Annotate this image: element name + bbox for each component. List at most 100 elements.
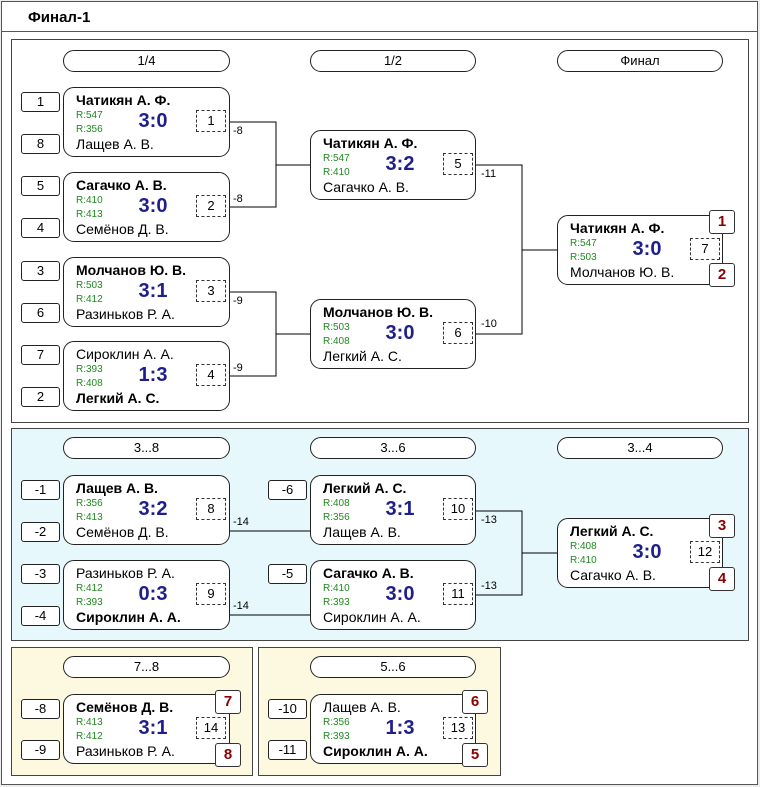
seed-box: 3 — [21, 261, 60, 281]
player-rating: R:413 — [76, 512, 103, 523]
player-name: Разиньков Р. А. — [76, 565, 175, 581]
player-rating: R:547 — [570, 238, 597, 249]
match-score: 3:1 — [385, 498, 415, 520]
place-badge: 8 — [215, 743, 241, 767]
match-number: 14 — [196, 717, 226, 739]
player-rating: R:410 — [570, 555, 597, 566]
place-badge: 1 — [709, 210, 735, 234]
stage-semifinal: 1/2 — [310, 50, 476, 72]
stage-quarterfinal: 1/4 — [63, 50, 230, 72]
stage-3-4: 3...4 — [557, 437, 723, 459]
seed-box: 6 — [21, 303, 60, 323]
player-rating: R:410 — [323, 167, 350, 178]
stage-3-8: 3...8 — [63, 437, 230, 459]
player-rating: R:408 — [323, 336, 350, 347]
place-badge: 3 — [709, 514, 735, 538]
stage-3-6: 3...6 — [310, 437, 476, 459]
loser-destination: -14 — [233, 516, 249, 528]
match-number: 3 — [196, 280, 226, 302]
player-name: Сироклин А. А. — [323, 609, 421, 625]
player-rating: R:503 — [570, 252, 597, 263]
match-1: Чатикян А. Ф. R:547 R:356 3:0 1 Лащев А.… — [63, 87, 230, 157]
match-score: 3:0 — [385, 322, 415, 344]
seed-box: -4 — [21, 606, 60, 626]
player-rating: R:547 — [76, 110, 103, 121]
match-score: 3:1 — [138, 717, 168, 739]
match-8: Лащев А. В. R:356 R:413 3:2 8 Семёнов Д.… — [63, 475, 230, 545]
seed-box: 2 — [21, 387, 60, 407]
loser-destination: -9 — [233, 295, 243, 307]
loser-destination: -13 — [481, 580, 497, 592]
match-number: 6 — [443, 322, 473, 344]
loser-destination: -11 — [481, 168, 497, 180]
match-10: Легкий А. С. R:408 R:356 3:1 10 Лащев А.… — [310, 475, 476, 545]
seed-box: -1 — [21, 480, 60, 500]
place-badge: 7 — [215, 690, 241, 714]
place-badge: 2 — [709, 263, 735, 287]
player-rating: R:412 — [76, 731, 103, 742]
loser-destination: -13 — [481, 514, 497, 526]
player-name: Лащев А. В. — [323, 524, 401, 540]
match-7-final: Чатикян А. Ф. R:547 R:503 3:0 7 Молчанов… — [557, 215, 723, 285]
match-score: 3:0 — [138, 110, 168, 132]
place-badge: 4 — [709, 567, 735, 591]
stage-5-6: 5...6 — [310, 656, 476, 678]
player-rating: R:356 — [76, 498, 103, 509]
loser-destination: -8 — [233, 193, 243, 205]
seed-box: -8 — [21, 699, 60, 719]
loser-destination: -8 — [233, 125, 243, 137]
player-name: Чатикян А. Ф. — [570, 220, 665, 236]
match-number: 7 — [690, 238, 720, 260]
match-score: 1:3 — [385, 717, 415, 739]
seed-box: 4 — [21, 218, 60, 238]
player-rating: R:408 — [76, 378, 103, 389]
match-score: 1:3 — [138, 364, 168, 386]
page-title: Финал-1 — [28, 9, 91, 26]
match-number: 1 — [196, 110, 226, 132]
match-number: 12 — [690, 541, 720, 563]
player-rating: R:503 — [323, 322, 350, 333]
loser-destination: -10 — [481, 318, 497, 330]
match-14: Семёнов Д. В. R:413 R:412 3:1 14 Разиньк… — [63, 694, 230, 764]
player-rating: R:356 — [323, 512, 350, 523]
seed-box: -6 — [268, 480, 307, 500]
match-score: 3:0 — [138, 195, 168, 217]
match-12-bronze: Легкий А. С. R:408 R:410 3:0 12 Сагачко … — [557, 518, 723, 588]
player-name: Сагачко А. В. — [323, 179, 409, 195]
player-rating: R:413 — [76, 717, 103, 728]
match-5: Чатикян А. Ф. R:547 R:410 3:2 5 Сагачко … — [310, 130, 476, 200]
player-name: Лащев А. В. — [323, 699, 401, 715]
seed-box: 7 — [21, 345, 60, 365]
seed-box: -3 — [21, 564, 60, 584]
player-name: Молчанов Ю. В. — [570, 264, 675, 280]
player-name: Легкий А. С. — [570, 523, 654, 539]
player-rating: R:408 — [570, 541, 597, 552]
seed-box: 5 — [21, 176, 60, 196]
player-name: Молчанов Ю. В. — [76, 262, 187, 278]
player-rating: R:408 — [323, 498, 350, 509]
player-rating: R:410 — [323, 583, 350, 594]
player-rating: R:393 — [323, 731, 350, 742]
seed-box: 8 — [21, 134, 60, 154]
match-3: Молчанов Ю. В. R:503 R:412 3:1 3 Разиньк… — [63, 257, 230, 327]
match-score: 3:1 — [138, 280, 168, 302]
player-name: Разиньков Р. А. — [76, 306, 175, 322]
player-name: Семёнов Д. В. — [76, 221, 169, 237]
match-number: 4 — [196, 364, 226, 386]
player-rating: R:412 — [76, 294, 103, 305]
match-number: 9 — [196, 583, 226, 605]
player-rating: R:410 — [76, 195, 103, 206]
player-name: Лащев А. В. — [76, 136, 154, 152]
match-6: Молчанов Ю. В. R:503 R:408 3:0 6 Легкий … — [310, 299, 476, 369]
seed-box: -9 — [21, 740, 60, 760]
player-name: Сагачко А. В. — [570, 567, 656, 583]
match-number: 2 — [196, 195, 226, 217]
player-rating: R:503 — [76, 280, 103, 291]
player-name: Чатикян А. Ф. — [76, 92, 171, 108]
match-number: 10 — [443, 498, 473, 520]
loser-destination: -9 — [233, 362, 243, 374]
match-11: Сагачко А. В. R:410 R:393 3:0 11 Сирокли… — [310, 560, 476, 630]
match-number: 13 — [443, 717, 473, 739]
player-rating: R:356 — [76, 124, 103, 135]
match-number: 11 — [443, 583, 473, 605]
